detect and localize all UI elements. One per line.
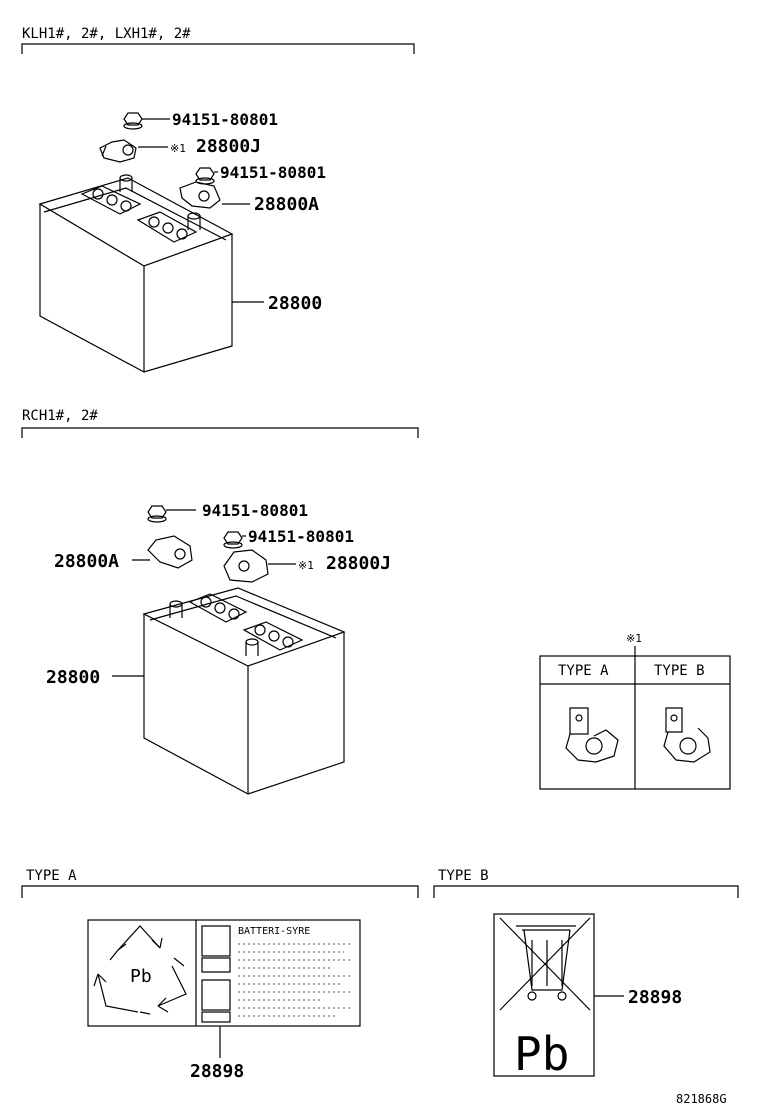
- part-number-battery: 28800: [268, 293, 322, 314]
- terminal-clamp-icon: [179, 181, 221, 209]
- terminal-clamp-icon: [99, 139, 137, 163]
- drawing-code: 821868G: [676, 1092, 727, 1106]
- clamp-type-b-icon: [663, 707, 711, 763]
- part-number-label-a: 28898: [190, 1061, 244, 1082]
- battery-label-b: Pb: [493, 913, 595, 1081]
- section-header-type-a: TYPE A: [26, 868, 77, 884]
- nut-icon: [195, 167, 215, 185]
- part-number-clamp-a: 28800A: [254, 194, 319, 215]
- nut-icon: [147, 505, 167, 523]
- clamp-type-a-icon: [565, 707, 619, 763]
- battery-label-a: Pb BATTERI-SYRE: [87, 919, 361, 1027]
- part-number-label-b: 28898: [628, 987, 682, 1008]
- nut-icon: [123, 112, 143, 130]
- section-bracket-klh: [21, 43, 415, 54]
- section-bracket-type-a: [21, 885, 419, 898]
- label-a-heading: BATTERI-SYRE: [238, 926, 310, 937]
- inset-type-a-label: TYPE A: [558, 663, 609, 679]
- note-mark: ※1: [298, 559, 314, 572]
- terminal-clamp-icon: [147, 535, 193, 569]
- part-number-clamp-a: 28800A: [54, 551, 119, 572]
- battery-2: [142, 587, 346, 795]
- note-mark: ※1: [626, 632, 642, 645]
- part-number-clamp-j: 28800J: [196, 136, 261, 157]
- section-bracket-type-b: [433, 885, 739, 898]
- label-a-symbol: Pb: [130, 966, 152, 987]
- nut-icon: [223, 531, 243, 549]
- battery-1: [38, 174, 234, 373]
- crossed-bin-icon: [499, 917, 591, 1011]
- inset-type-b-label: TYPE B: [654, 663, 705, 679]
- part-number-nut: 94151-80801: [172, 110, 278, 129]
- label-b-symbol: Pb: [514, 1027, 569, 1081]
- note-mark: ※1: [170, 142, 186, 155]
- section-header-type-b: TYPE B: [438, 868, 489, 884]
- clamp-type-inset: ※1 TYPE A TYPE B: [539, 632, 731, 790]
- label-a-dotted-text: [238, 943, 350, 1017]
- section-bracket-rch: [21, 427, 419, 438]
- section-header-klh: KLH1#, 2#, LXH1#, 2#: [22, 26, 191, 42]
- part-number-clamp-j: 28800J: [326, 553, 391, 574]
- part-number-nut: 94151-80801: [202, 501, 308, 520]
- recycle-icon: [93, 925, 187, 1015]
- section-header-rch: RCH1#, 2#: [22, 408, 98, 424]
- part-number-nut: 94151-80801: [248, 527, 354, 546]
- terminal-clamp-icon: [223, 549, 269, 583]
- part-number-nut: 94151-80801: [220, 163, 326, 182]
- part-number-battery: 28800: [46, 667, 100, 688]
